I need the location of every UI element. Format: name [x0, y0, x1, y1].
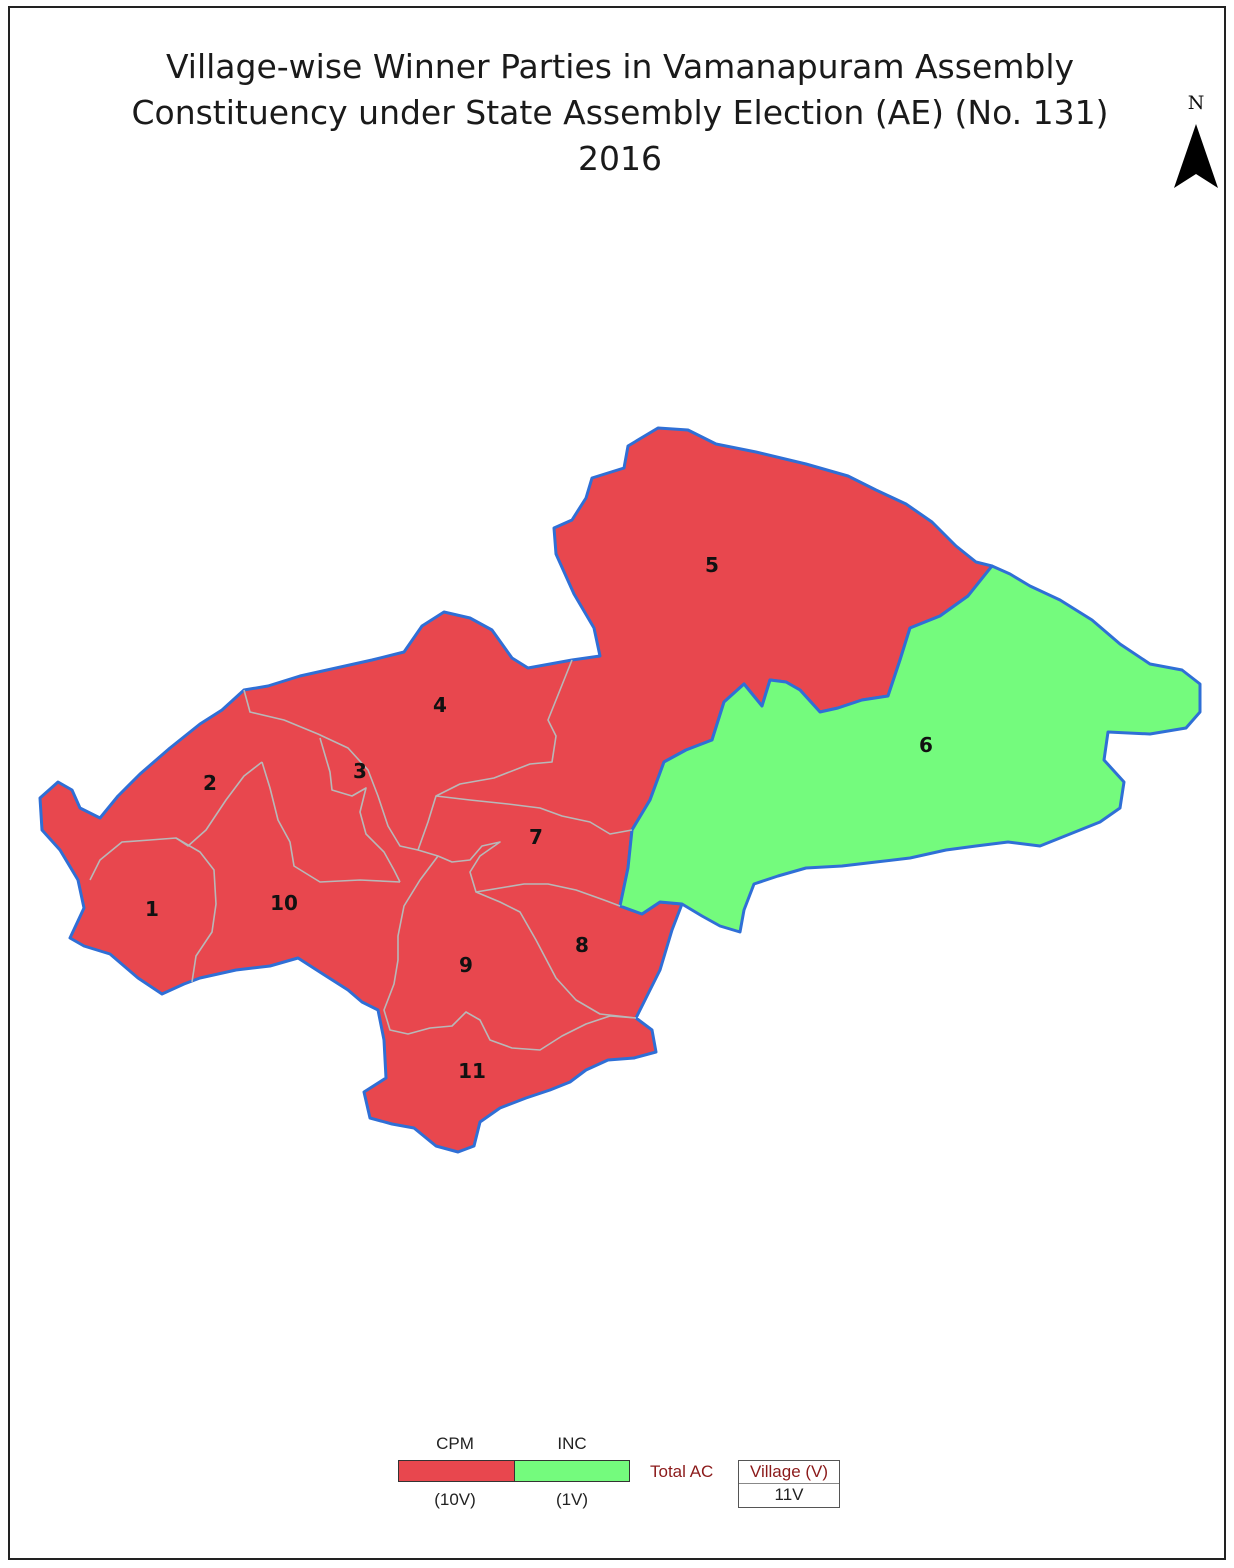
legend-cpm-label: CPM — [436, 1434, 474, 1453]
legend-inc-swatch — [514, 1460, 630, 1482]
village-label-8: 8 — [575, 933, 589, 957]
village-label-11: 11 — [458, 1059, 486, 1083]
legend-inc-count: (1V) — [555, 1490, 589, 1509]
village-label-3: 3 — [353, 759, 367, 783]
village-label-2: 2 — [203, 771, 217, 795]
village-label-5: 5 — [705, 553, 719, 577]
village-label-1: 1 — [145, 897, 159, 921]
north-arrow-icon — [1174, 124, 1218, 188]
legend-inc-label: INC — [557, 1434, 587, 1453]
village-label-6: 6 — [919, 733, 933, 757]
village-label-9: 9 — [459, 953, 473, 977]
title-line-3: 2016 — [578, 139, 662, 178]
legend-total-ac-label: Total AC — [650, 1462, 714, 1481]
legend-cpm-swatch — [398, 1460, 515, 1482]
legend-cpm-count: (10V) — [434, 1490, 476, 1509]
legend-village-total: 11V — [774, 1485, 804, 1504]
legend-village-header: Village (V) — [739, 1461, 839, 1484]
legend-village-box: Village (V) 11V — [738, 1460, 840, 1508]
village-boundaries — [89, 659, 637, 1051]
village-label-10: 10 — [270, 891, 298, 915]
village-label-7: 7 — [529, 825, 543, 849]
map-title: Village-wise Winner Parties in Vamanapur… — [60, 44, 1180, 182]
map-legend: CPM INC (10V) (1V) Total AC Village (V) … — [396, 1430, 856, 1520]
inc-region — [618, 564, 1202, 934]
north-arrow: N — [1168, 92, 1224, 192]
north-letter: N — [1187, 92, 1205, 114]
title-line-1: Village-wise Winner Parties in Vamanapur… — [165, 47, 1075, 86]
title-line-2: Constituency under State Assembly Electi… — [131, 93, 1109, 132]
village-labels: 1 2 3 4 5 6 7 8 9 10 11 — [145, 553, 933, 1083]
village-label-4: 4 — [433, 693, 447, 717]
